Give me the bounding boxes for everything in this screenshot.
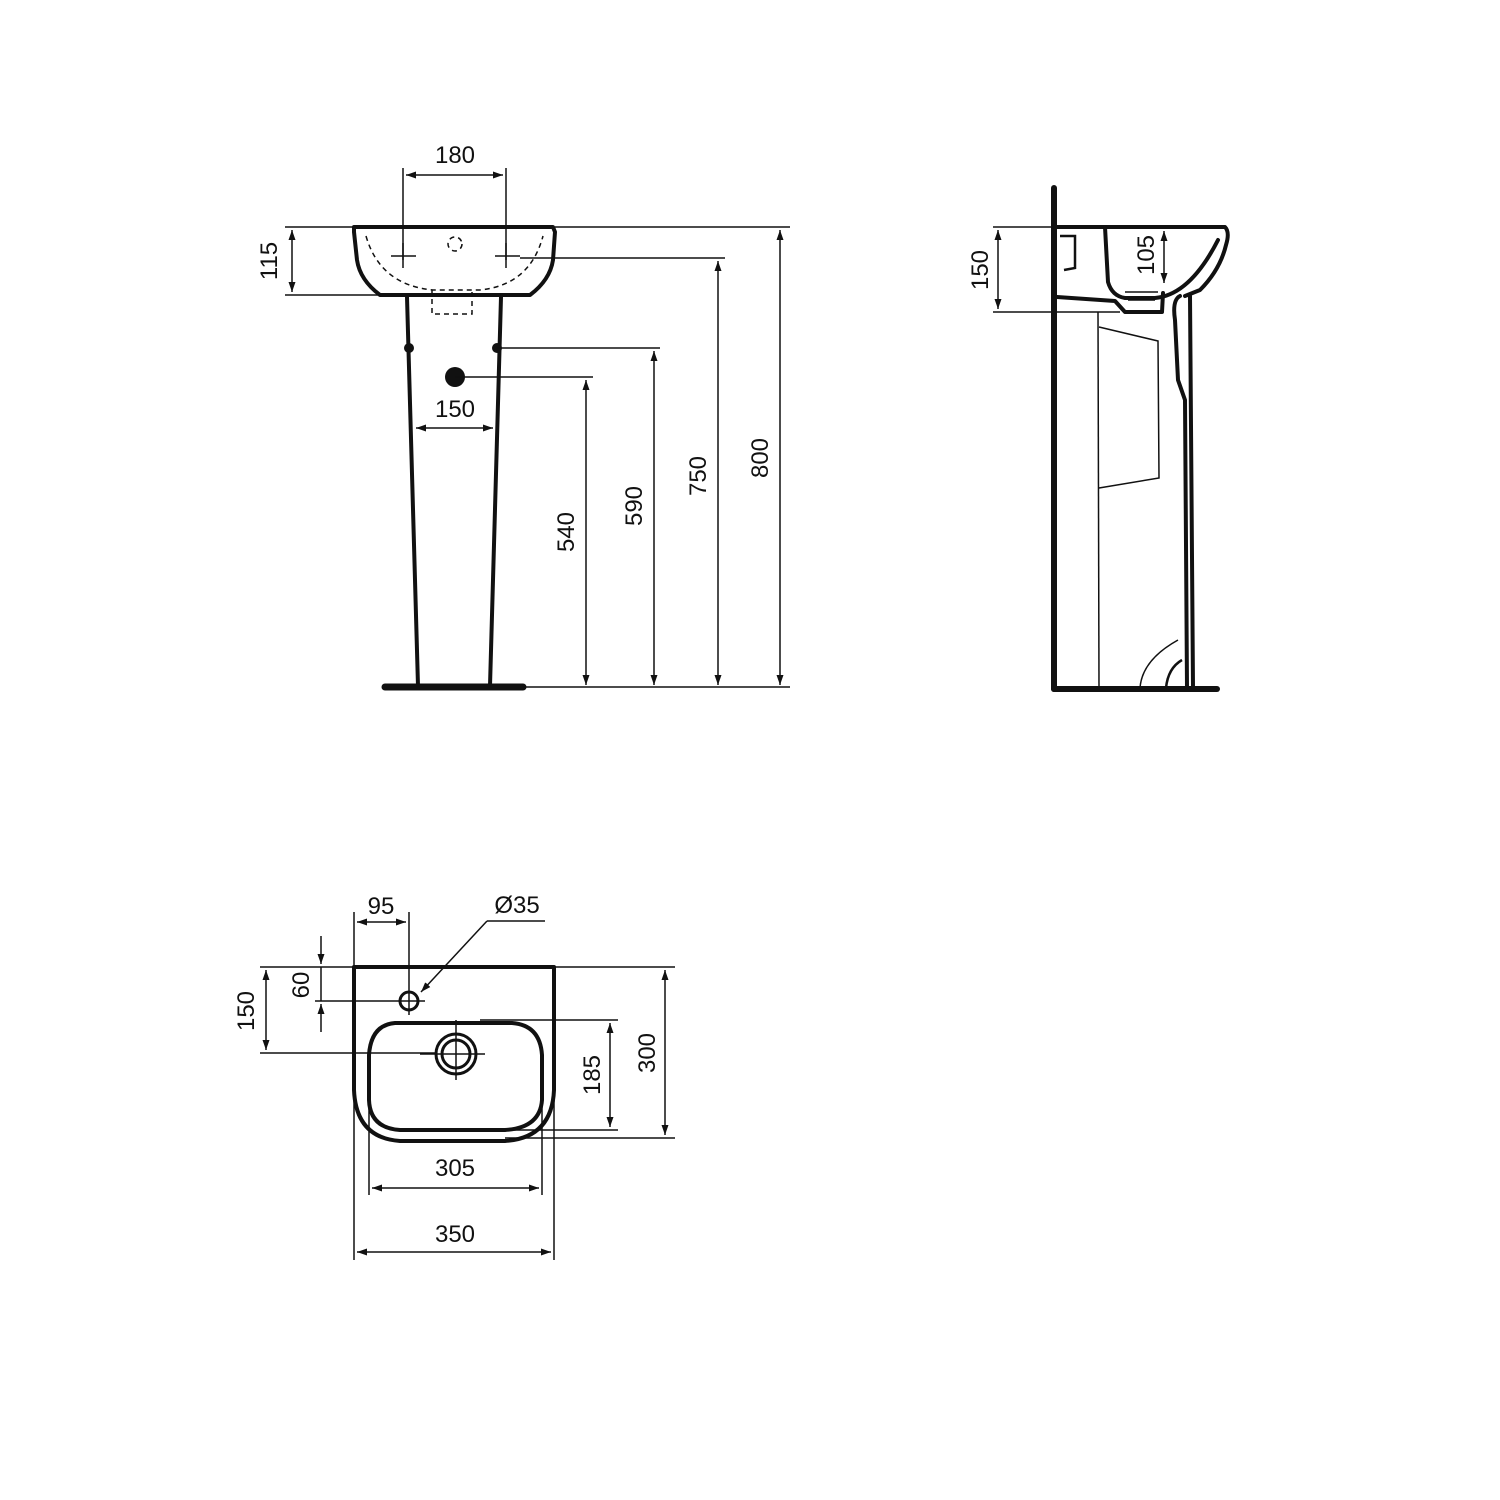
dim-side-basin-height: 150: [967, 250, 994, 290]
side-elevation-view: 150 105: [967, 185, 1230, 692]
dim-tap-hole-spacing: 180: [435, 142, 475, 169]
dim-overall-width: 350: [435, 1221, 475, 1248]
dim-waste-height: 540: [553, 512, 580, 552]
dim-waste-from-back: 150: [233, 991, 260, 1031]
dim-fixing-spacing: 150: [435, 396, 475, 423]
dim-bowl-width: 305: [435, 1155, 475, 1182]
dim-basin-depth: 115: [256, 242, 283, 280]
pedestal-outline: [405, 295, 503, 688]
basin-outline: [352, 225, 557, 297]
tap-hole-right-icon: [495, 243, 520, 268]
dim-tap-hole-diameter: Ø35: [494, 892, 539, 919]
dim-tap-hole-from-back: 60: [288, 972, 315, 999]
plan-view: 95 Ø35 60 150 185 300 305 350: [233, 892, 675, 1260]
dim-fixing-height: 590: [621, 486, 648, 526]
dim-overall-depth: 300: [634, 1033, 661, 1073]
dim-bowl-depth: 185: [579, 1055, 606, 1095]
dim-total-height: 800: [747, 438, 774, 478]
dim-tap-hole-offset: 95: [368, 893, 395, 920]
dim-overflow-height: 750: [685, 456, 712, 496]
dim-side-bowl-depth: 105: [1133, 235, 1160, 275]
front-elevation-view: 180 115 150 540 590 750 800: [256, 142, 790, 691]
